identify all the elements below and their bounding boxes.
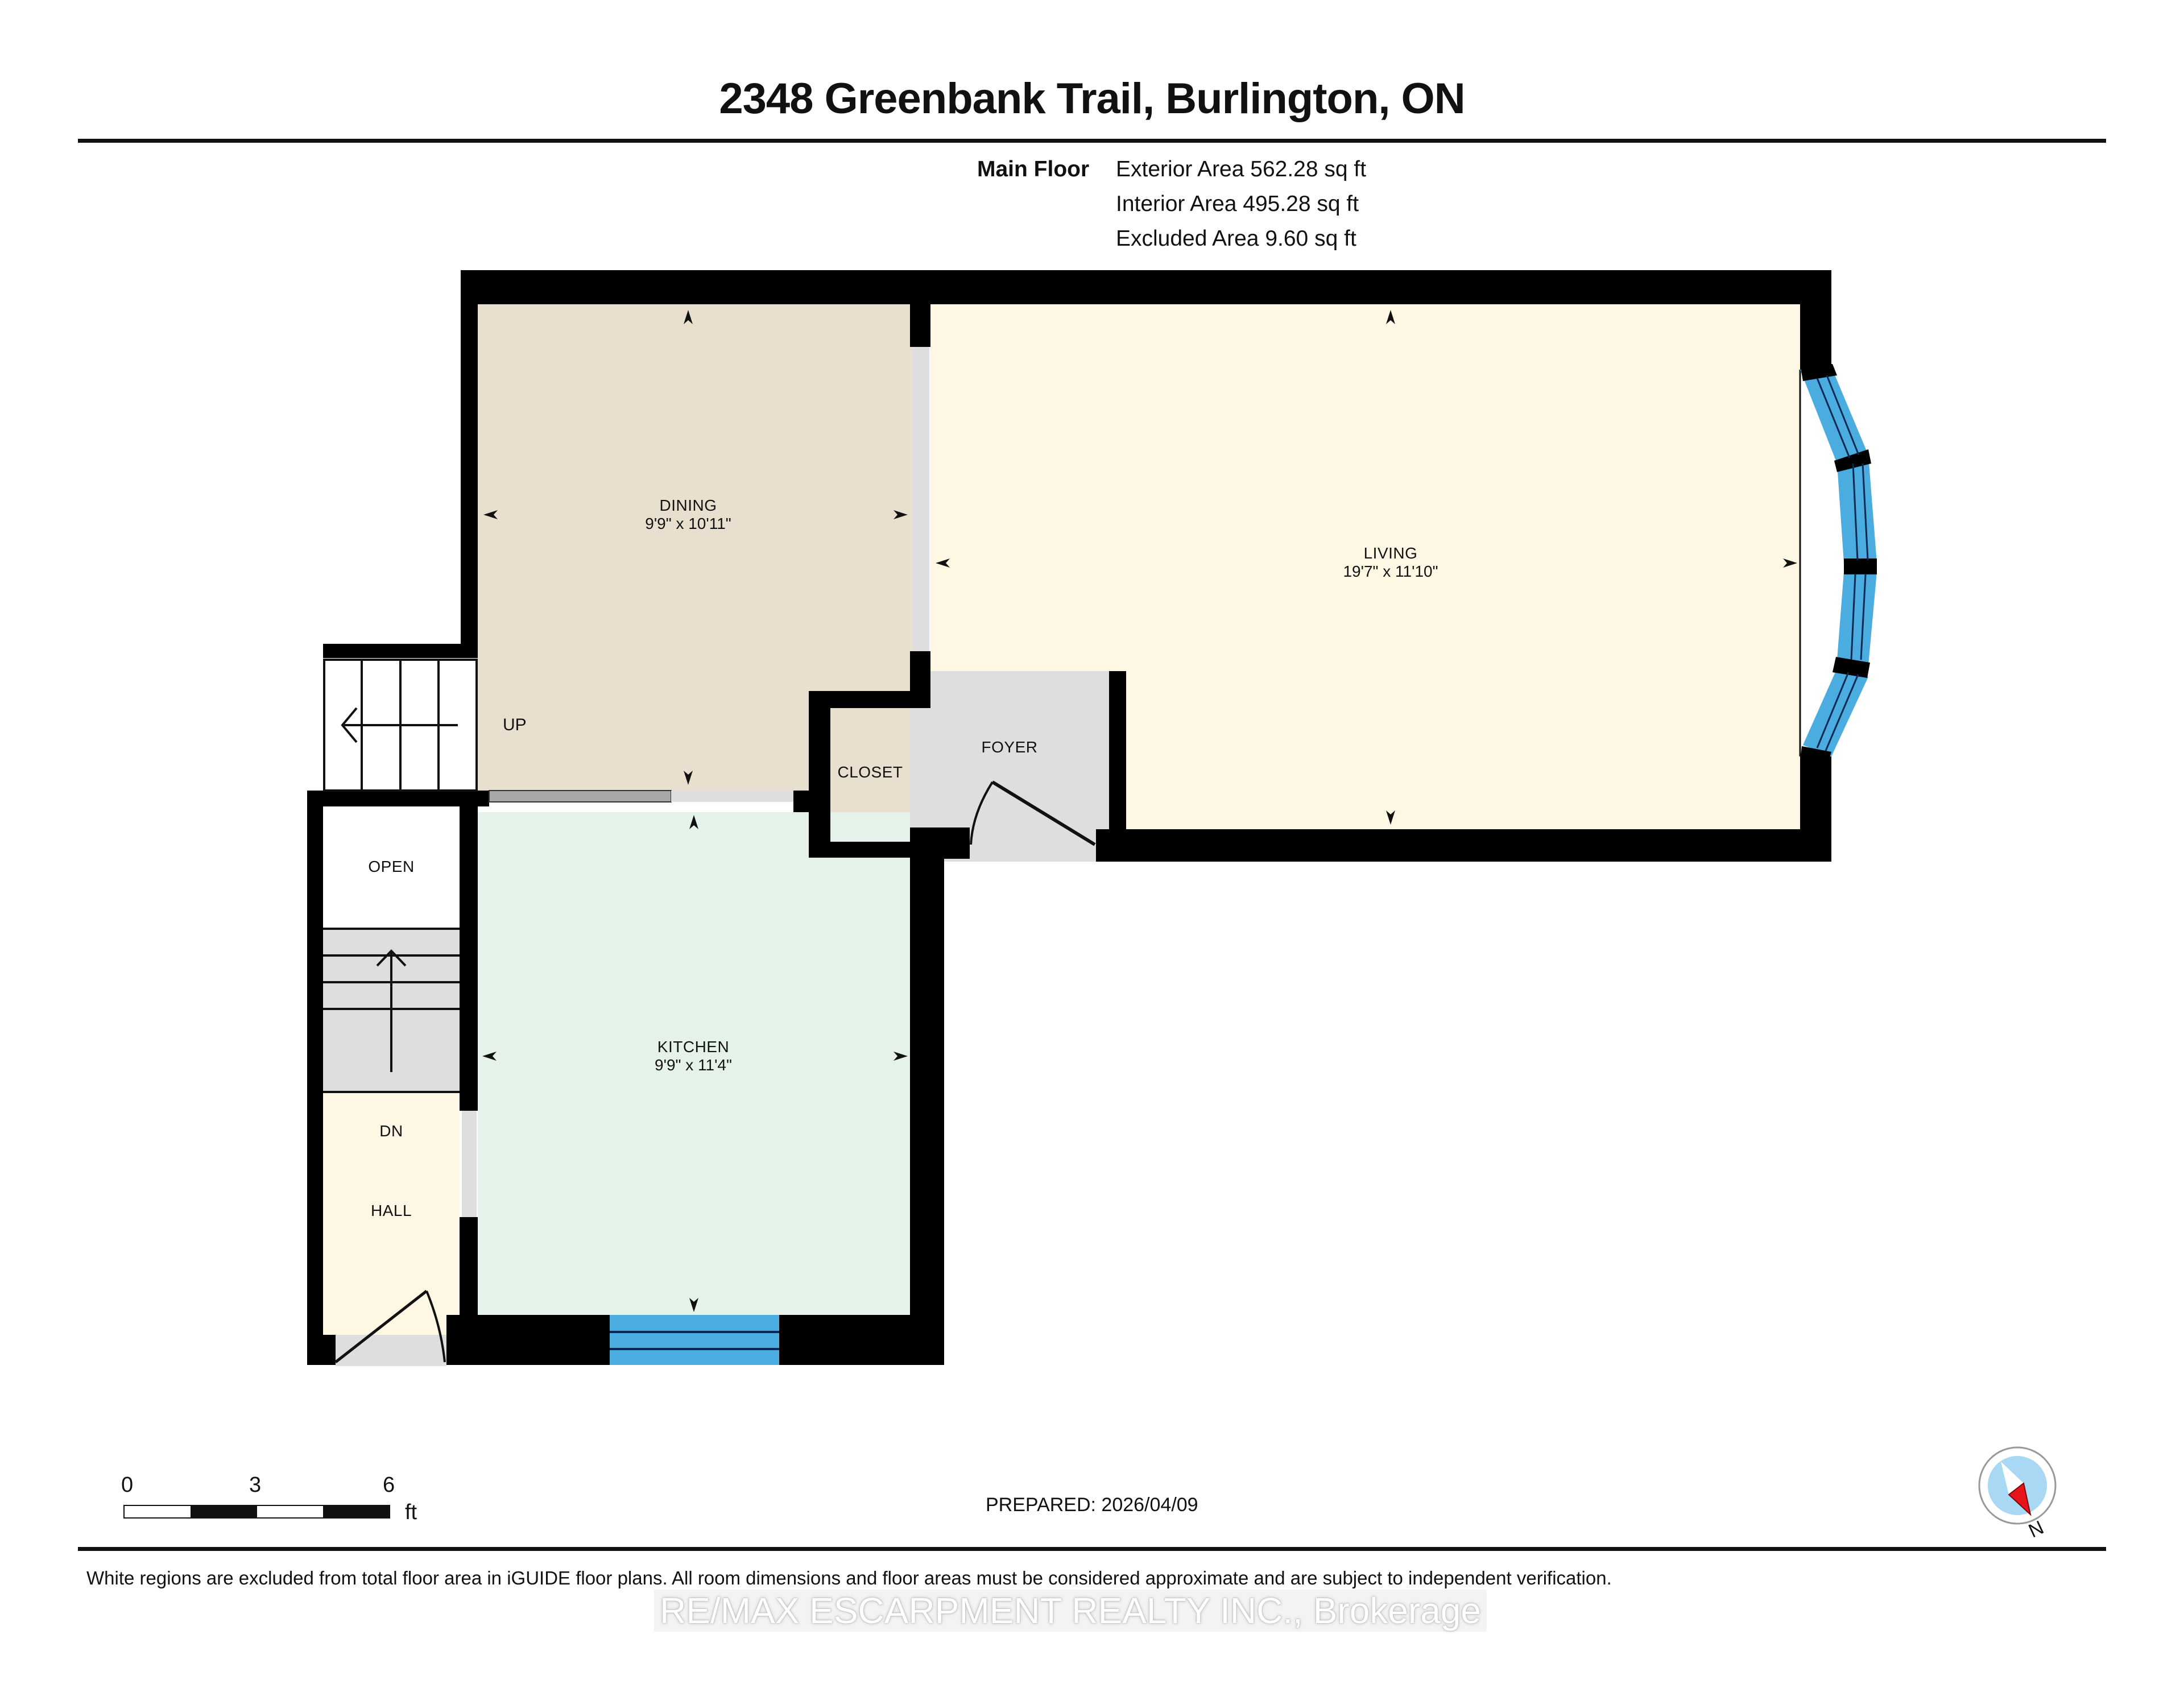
bay-window: [1800, 364, 1877, 762]
scale-tick-3: 3: [249, 1473, 262, 1497]
dimension-arrows: [482, 310, 1797, 1312]
dining-living-opening: [912, 347, 929, 651]
interior-area: Interior Area 495.28 sq ft: [1116, 192, 1359, 216]
kitchen[interactable]: [478, 812, 910, 1315]
dining-kitchen-opening: [671, 791, 793, 802]
lower-stairs-treads: [323, 928, 460, 1093]
excluded-area: Excluded Area 9.60 sq ft: [1116, 226, 1356, 251]
scale-unit: ft: [405, 1500, 417, 1524]
room-label-living: LIVING 19'7" x 11'10": [1343, 544, 1438, 580]
hall-door-threshold: [336, 1335, 446, 1366]
walls: [307, 270, 1831, 1365]
room-label-closet: CLOSET: [837, 763, 903, 781]
scale-tick-0: 0: [121, 1473, 134, 1497]
room-label-open: OPEN: [368, 858, 415, 875]
open-area: [323, 806, 460, 929]
room-label-kitchen: KITCHEN 9'9" x 11'4": [655, 1038, 732, 1074]
footer-divider: [78, 1547, 2106, 1551]
floor-name: Main Floor: [977, 157, 1090, 181]
sliding-door: [489, 790, 672, 802]
scale-tick-6: 6: [383, 1473, 395, 1497]
hall-kitchen-opening: [462, 1111, 477, 1217]
scale-bar-segments: [123, 1505, 390, 1519]
exterior-area: Exterior Area 562.28 sq ft: [1116, 157, 1367, 181]
foyer-door: [970, 780, 1096, 846]
compass-icon: [1978, 1446, 2057, 1525]
disclaimer: White regions are excluded from total fl…: [86, 1567, 1612, 1588]
stair-up-label: UP: [503, 715, 527, 734]
page-title: 2348 Greenbank Trail, Burlington, ON: [719, 75, 1465, 123]
room-label-hall: HALL: [370, 1202, 412, 1219]
hall[interactable]: [323, 1093, 460, 1335]
title-divider: [78, 139, 2106, 143]
brokerage-watermark: RE/MAX ESCARPMENT REALTY INC., Brokerage: [654, 1590, 1487, 1632]
stair-down-label: DN: [379, 1122, 403, 1140]
hall-door: [334, 1290, 446, 1363]
room-label-foyer: FOYER: [981, 738, 1038, 756]
kitchen-window: [610, 1315, 779, 1365]
room-label-dining: DINING 9'9" x 10'11": [645, 497, 731, 532]
upper-stairs: [323, 659, 478, 792]
prepared-date: PREPARED: 2026/04/09: [986, 1494, 1198, 1516]
